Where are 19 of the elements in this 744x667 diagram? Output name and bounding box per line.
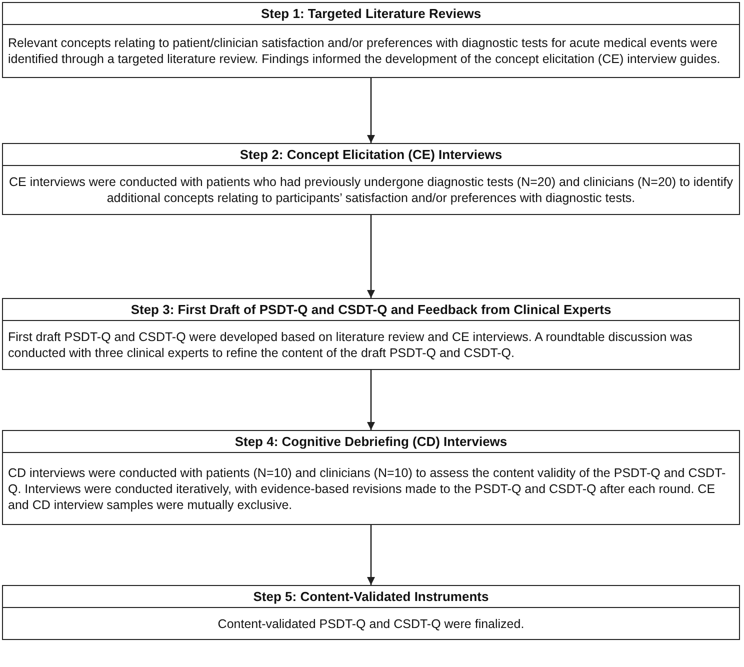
arrow — [367, 215, 375, 298]
step-description: Content-validated PSDT-Q and CSDT-Q were finalized. — [218, 616, 524, 632]
arrow — [367, 78, 375, 143]
step-box — [2, 2, 740, 78]
step-box — [2, 298, 740, 370]
step-heading: Step 2: Concept Elicitation (CE) Interviews — [3, 144, 739, 166]
step-box — [2, 585, 740, 640]
step-box — [2, 430, 740, 525]
step-description: CE interviews were conducted with patients who had previously undergone diagnostic tests (N=20) and clinicians (N=20) to identify additional concepts relating to participants’ satisfaction and/or preferences with diagnostic tests. — [8, 174, 734, 206]
step-description: First draft PSDT-Q and CSDT-Q were developed based on literature review and CE interviews. A roundtable discussion was conducted with three clinical experts to refine the content of the draft PSDT-Q and CSDT-Q. — [8, 329, 694, 361]
arrow — [367, 525, 375, 585]
step-heading: Step 3: First Draft of PSDT-Q and CSDT-Q and Feedback from Clinical Experts — [3, 299, 739, 321]
step-box — [2, 143, 740, 215]
step-heading: Step 1: Targeted Literature Reviews — [3, 3, 739, 25]
step-heading: Step 5: Content-Validated Instruments — [3, 586, 739, 608]
step-heading: Step 4: Cognitive Debriefing (CD) Interviews — [3, 431, 739, 453]
step-description: CD interviews were conducted with patients (N=10) and clinicians (N=10) to assess the content validity of the PSDT-Q and CSDT-Q. Interviews were conducted iteratively, with evidence-based revisions made to the PSDT-Q and CSDT-Q after each round. CE and CD interview samples were mutually exclusive. — [8, 464, 727, 512]
step-description: Relevant concepts relating to patient/clinician satisfaction and/or preferences with diagnostic tests for acute medical events were identified through a targeted literature review. Findings informed the development of the concept elicitation (CE) interview guides. — [8, 35, 722, 67]
arrow — [367, 370, 375, 430]
